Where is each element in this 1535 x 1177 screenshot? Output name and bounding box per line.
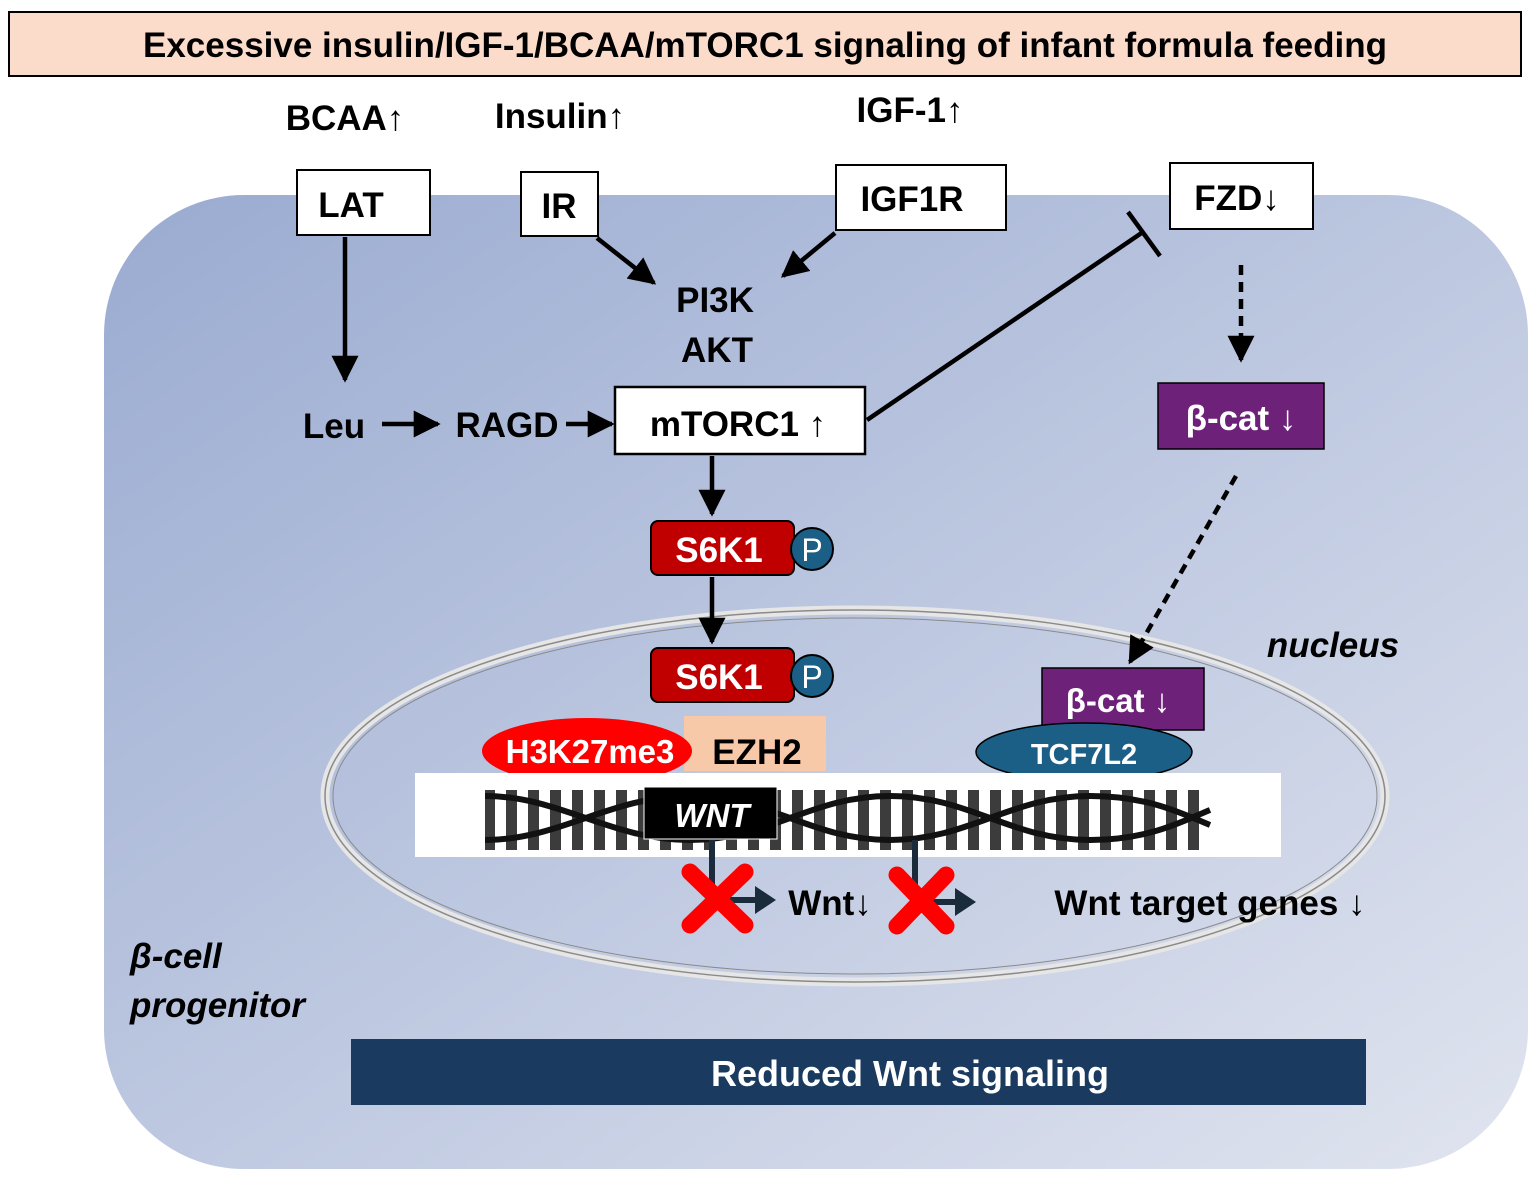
svg-text:IR: IR [542, 187, 577, 226]
footer-bar: Reduced Wnt signaling [351, 1039, 1366, 1105]
block-x-icon [681, 863, 754, 934]
svg-text:β-cat ↓: β-cat ↓ [1066, 682, 1171, 719]
svg-text:Reduced Wnt signaling: Reduced Wnt signaling [711, 1053, 1109, 1094]
title-text: Excessive insulin/IGF-1/BCAA/mTORC1 sign… [143, 26, 1387, 65]
wnt-gene-box: WNT [643, 786, 778, 840]
ragd-label: RAGD [455, 406, 558, 445]
wnt-product-label: Wnt↓ [788, 884, 872, 923]
s6k1-nucleus: S6K1 P [650, 647, 834, 703]
arrow-betacat-nucleus [1128, 474, 1238, 665]
insulin-label: Insulin↑ [495, 97, 625, 136]
fzd-box: FZD↓ [1169, 162, 1314, 230]
block-x-icon [888, 866, 955, 935]
svg-text:H3K27me3: H3K27me3 [506, 733, 675, 770]
svg-text:mTORC1 ↑: mTORC1 ↑ [650, 405, 826, 444]
mtorc1-box: mTORC1 ↑ [613, 385, 867, 456]
pi3k-label: PI3K [676, 281, 754, 320]
leu-label: Leu [303, 407, 365, 446]
s6k1-cytoplasm: S6K1 P [650, 520, 834, 576]
nucleus-label: nucleus [1267, 626, 1399, 665]
cell-type-label-line1: β-cell [129, 937, 223, 976]
ir-box: IR [520, 171, 599, 237]
beta-cat-cytoplasm: β-cat ↓ [1157, 382, 1325, 450]
svg-text:S6K1: S6K1 [675, 531, 763, 570]
lat-box: LAT [296, 169, 431, 236]
svg-text:P: P [801, 532, 822, 568]
svg-text:IGF1R: IGF1R [860, 180, 963, 219]
svg-text:P: P [801, 659, 822, 695]
svg-text:β-cat ↓: β-cat ↓ [1186, 399, 1297, 438]
dna-strip [415, 773, 1281, 857]
svg-text:S6K1: S6K1 [675, 658, 763, 697]
svg-text:FZD↓: FZD↓ [1194, 179, 1280, 218]
h3k27me3-ellipse: H3K27me3 [482, 718, 692, 784]
arrow-ir-pi3k [595, 236, 657, 285]
nucleus [320, 605, 1390, 987]
svg-text:WNT: WNT [674, 797, 752, 834]
beta-cat-nucleus: β-cat ↓ [1041, 667, 1205, 731]
blocked-transcription-targets [888, 840, 976, 935]
ezh2-box: EZH2 [684, 716, 826, 772]
akt-label: AKT [681, 331, 753, 370]
svg-text:TCF7L2: TCF7L2 [1031, 739, 1137, 771]
igf1r-box: IGF1R [835, 164, 1007, 231]
cell-type-label-line2: progenitor [129, 986, 307, 1025]
wnt-targets-label: Wnt target genes ↓ [1054, 884, 1365, 923]
bcaa-label: BCAA↑ [286, 99, 405, 138]
svg-text:EZH2: EZH2 [712, 733, 801, 772]
phospho-icon [790, 527, 834, 571]
phospho-icon [790, 654, 834, 698]
tcf7l2-ellipse: TCF7L2 [975, 722, 1193, 782]
inhibition-mtorc1-fzd [865, 210, 1162, 422]
signal-arrows [331, 231, 1255, 665]
arrow-igf1r-pi3k [780, 231, 837, 278]
svg-text:LAT: LAT [318, 186, 383, 225]
blocked-transcription-wnt [681, 840, 776, 934]
title-banner: Excessive insulin/IGF-1/BCAA/mTORC1 sign… [8, 11, 1522, 77]
igf1-label: IGF-1↑ [857, 91, 964, 130]
